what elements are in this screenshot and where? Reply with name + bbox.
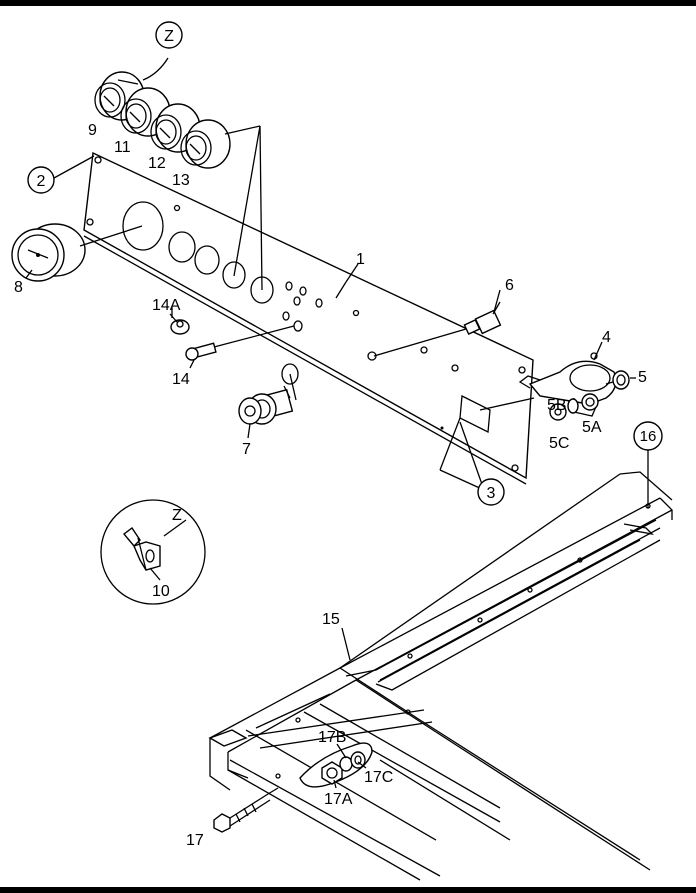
label-item-1: 1 bbox=[356, 251, 365, 268]
label-z-bubble bbox=[155, 21, 183, 49]
label-item-14a: 14A bbox=[152, 297, 181, 314]
bottom-border bbox=[0, 887, 696, 893]
label-3-bubble bbox=[477, 478, 505, 506]
label-item-11: 11 bbox=[114, 139, 131, 156]
label-item-17a: 17A bbox=[324, 791, 353, 808]
label-item-17c: 17C bbox=[364, 769, 393, 786]
item-3-leaders bbox=[439, 417, 485, 491]
label-item-9: 9 bbox=[88, 122, 97, 139]
label-item-5a: 5A bbox=[582, 419, 602, 436]
indicator-light-14 bbox=[169, 313, 295, 361]
label-item-5b: 5B bbox=[547, 397, 567, 414]
label-item-10: 10 bbox=[152, 583, 170, 600]
label-item-14: 14 bbox=[172, 371, 190, 388]
label-z-detail: Z bbox=[172, 507, 182, 524]
gauge-13 bbox=[180, 119, 231, 169]
hardware-5a-5b-5c bbox=[549, 393, 599, 421]
label-item-7: 7 bbox=[242, 441, 251, 458]
gauge-leaders bbox=[142, 57, 263, 291]
label-2-bubble bbox=[27, 166, 55, 194]
label-item-17b: 17B bbox=[318, 729, 346, 746]
label-item-5: 5 bbox=[638, 369, 647, 386]
label-item-5c: 5C bbox=[549, 435, 569, 452]
key-switch-7 bbox=[238, 373, 297, 425]
label-z-top: Z bbox=[164, 28, 174, 45]
label-item-15: 15 bbox=[322, 611, 340, 628]
instrument-panel bbox=[83, 151, 598, 485]
label-item-17: 17 bbox=[186, 832, 204, 849]
label-item-3: 3 bbox=[487, 485, 496, 502]
label-leaders bbox=[25, 155, 649, 789]
cap-screw-5 bbox=[605, 370, 630, 390]
label-item-4: 4 bbox=[602, 329, 611, 346]
label-item-16: 16 bbox=[640, 428, 657, 445]
detail-z-bubble bbox=[100, 499, 206, 605]
toggle-switch-6 bbox=[373, 301, 502, 357]
label-item-2: 2 bbox=[37, 173, 46, 190]
label-item-12: 12 bbox=[148, 155, 166, 172]
frame-pan-15 bbox=[208, 471, 673, 881]
label-item-8: 8 bbox=[14, 279, 23, 296]
gauge-8 bbox=[11, 223, 143, 282]
label-item-6: 6 bbox=[505, 277, 514, 294]
label-item-13: 13 bbox=[172, 172, 190, 189]
top-border bbox=[0, 0, 696, 6]
